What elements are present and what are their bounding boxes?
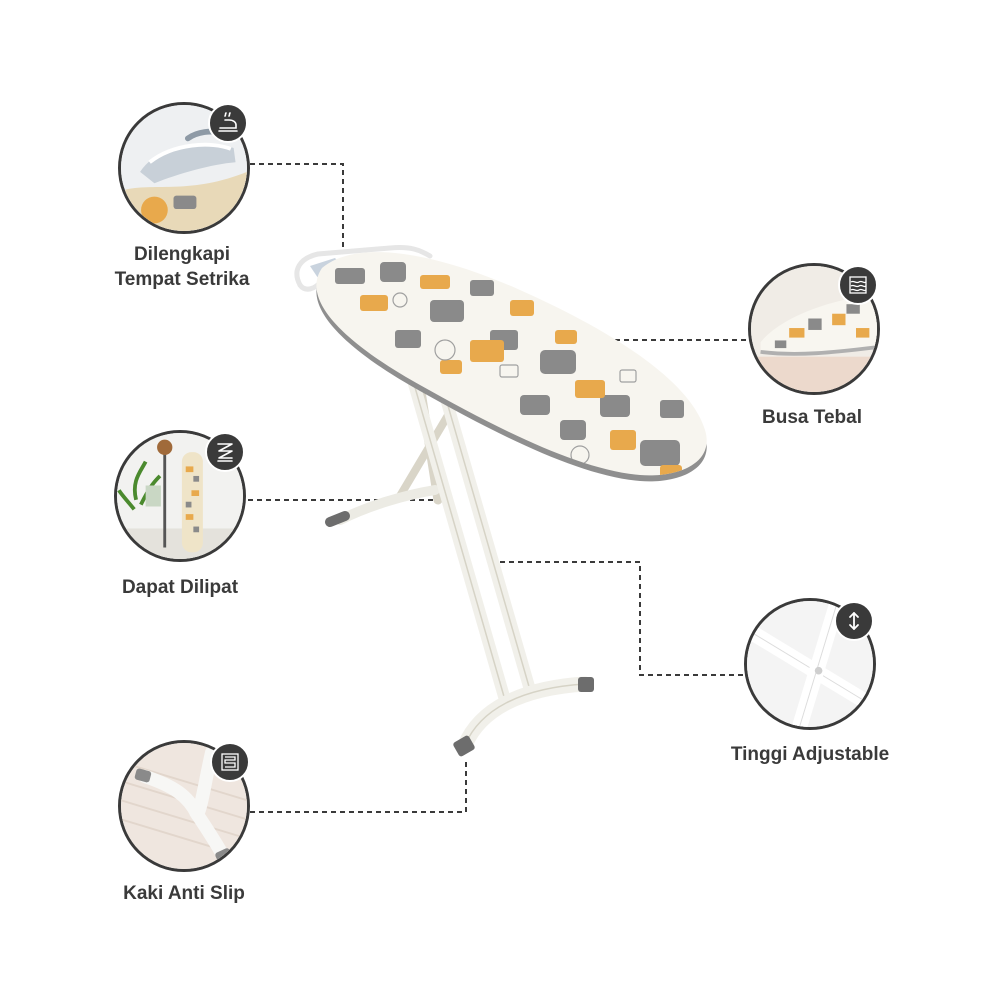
iron-rest-label-line2: Tempat Setrika	[114, 269, 250, 290]
connector-lines	[248, 163, 752, 813]
connector-anti-slip	[250, 760, 467, 813]
iron-rest-label: Dilengkapi Tempat Setrika	[92, 242, 272, 292]
connector-adjustable	[500, 561, 745, 676]
thick-foam-label: Busa Tebal	[762, 407, 862, 428]
board-cover-pattern	[316, 252, 707, 476]
foldable-label: Dapat Dilipat	[121, 577, 239, 598]
front-leg	[404, 364, 594, 757]
adjustable-label: Tinggi Adjustable	[730, 744, 890, 765]
iron-rest-label-line1: Dilengkapi	[133, 244, 231, 265]
back-leg	[325, 380, 464, 527]
foam-layer-icon	[838, 265, 878, 305]
connector-iron-rest	[250, 163, 344, 248]
fold-icon	[205, 432, 245, 472]
grip-pattern-icon	[210, 742, 250, 782]
anti-slip-label: Kaki Anti Slip	[123, 883, 245, 904]
height-arrow-icon	[834, 601, 874, 641]
anti-slip-photo	[118, 740, 250, 872]
iron-steam-icon	[208, 103, 248, 143]
adjustable-photo	[744, 598, 876, 730]
